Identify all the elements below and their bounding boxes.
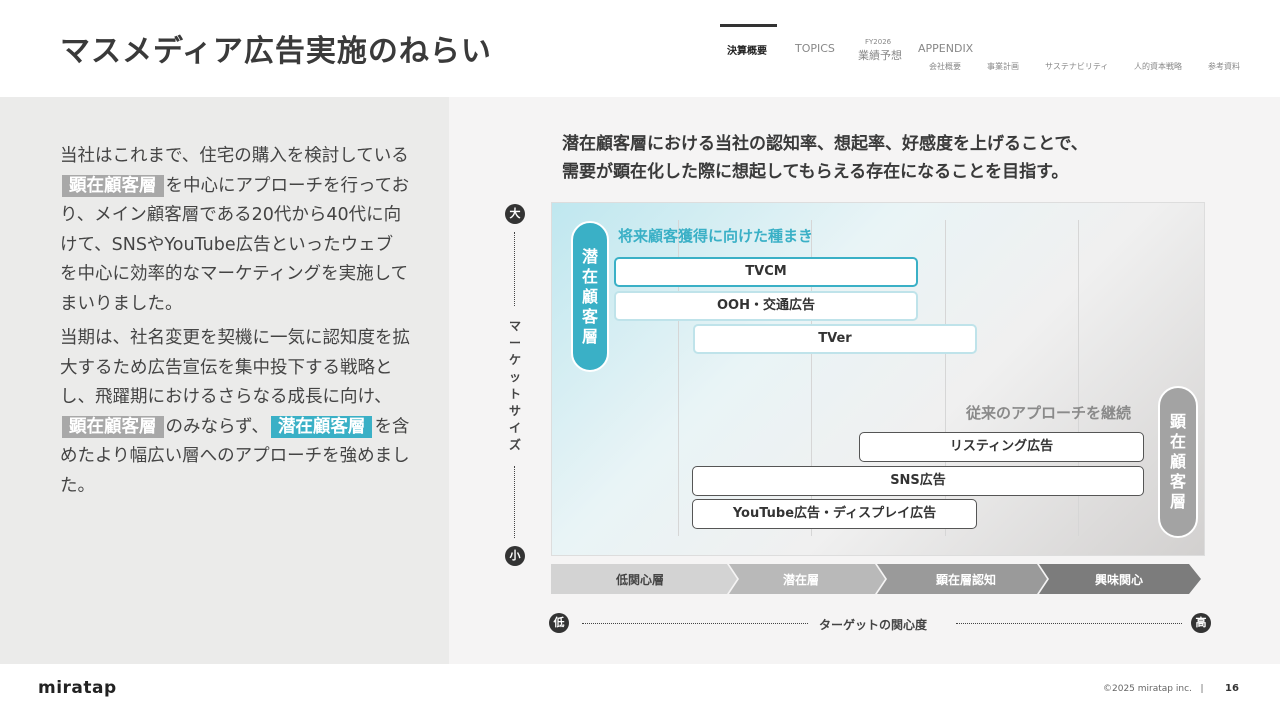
tver-bar: TVer (693, 324, 977, 354)
x-axis-low-marker: 低 (549, 613, 569, 633)
y-axis-dotted-line-bottom (514, 466, 515, 538)
miratap-logo: miratap (38, 678, 117, 698)
stage-label-low-interest: 低関心層 (615, 573, 664, 587)
y-axis-small-marker: 小 (505, 546, 525, 566)
future-seed-label: 将来顧客獲得に向けた種まき (618, 227, 814, 245)
nav-tab-results[interactable]: 決算概要 (727, 46, 767, 57)
manifest-customer-tag-2: 顕在顧客層 (62, 415, 164, 438)
sns-bar: SNS広告 (692, 466, 1144, 496)
stage-label-latent: 潜在層 (782, 573, 819, 587)
listing-bar: リスティング広告 (859, 432, 1144, 462)
y-axis-large-marker: 大 (505, 204, 525, 224)
nav-fy-label: FY2026 (865, 38, 892, 46)
stage-chevron-4 (1039, 564, 1201, 594)
youtube-display-bar: YouTube広告・ディスプレイ広告 (692, 499, 977, 529)
stage-chevron-3 (877, 564, 1047, 594)
interest-stage-chevrons (551, 564, 1201, 594)
nav-active-indicator (720, 24, 777, 27)
x-axis-dotted-line-right (956, 623, 1182, 624)
nav-sub-reference[interactable]: 参考資料 (1208, 62, 1240, 71)
page-title: マスメディア広告実施のねらい (60, 34, 492, 69)
intro-text-a: 当社はこれまで、住宅の購入を検討している (60, 146, 409, 166)
headline-line-1: 潜在顧客層における当社の認知率、想起率、好感度を上げることで、 (562, 134, 1088, 154)
latent-customer-tag: 潜在顧客層 (270, 415, 373, 438)
y-axis-label: マーケットサイズ (508, 319, 521, 452)
intro-paragraph: 当社はこれまで、住宅の購入を検討している顕在顧客層を中心にアプローチを行っており… (60, 142, 410, 319)
x-axis-label: ターゲットの関心度 (819, 618, 928, 632)
latent-customer-pill: 潜在顧客層 (571, 221, 609, 372)
stage-label-manifest-awareness: 顕在層認知 (935, 573, 996, 587)
x-axis-dotted-line-left (582, 623, 808, 624)
stage-label-interest: 興味関心 (1094, 573, 1143, 587)
strategy-text-a: 当期は、社名変更を契機に一気に認知度を拡大するため広告宣伝を集中投下する戦略とし… (60, 328, 410, 407)
grid-line (678, 220, 679, 536)
top-navigation: 決算概要 TOPICS FY2026 業績予想 APPENDIX 会社概要 事業… (0, 0, 1280, 96)
copyright-text: ©2025 miratap inc. | (1103, 684, 1204, 694)
nav-tab-forecast[interactable]: 業績予想 (858, 49, 902, 62)
nav-sub-human-capital[interactable]: 人的資本戦略 (1134, 62, 1182, 71)
grid-line (945, 220, 946, 536)
y-axis-dotted-line-top (514, 232, 515, 306)
continue-approach-label: 従来のアプローチを継続 (966, 404, 1132, 422)
manifest-customer-tag: 顕在顧客層 (62, 174, 164, 197)
strategy-paragraph: 当期は、社名変更を契機に一気に認知度を拡大するため広告宣伝を集中投下する戦略とし… (60, 324, 410, 501)
tvcm-bar: TVCM (614, 257, 918, 287)
headline-line-2: 需要が顕在化した際に想起してもらえる存在になることを目指す。 (562, 162, 1069, 182)
strategy-text-c: を含めたより幅広い層へのアプローチを強めました。 (60, 416, 410, 496)
grid-line (811, 220, 812, 536)
manifest-customer-pill: 顕在顧客層 (1158, 386, 1198, 538)
ooh-bar: OOH・交通広告 (614, 291, 918, 321)
strategy-text-b: のみならず、 (165, 416, 269, 437)
page-number: 16 (1225, 683, 1239, 694)
stage-chevron-1 (551, 564, 737, 594)
nav-sub-sustainability[interactable]: サステナビリティ (1045, 62, 1109, 71)
x-axis-high-marker: 高 (1191, 613, 1211, 633)
grid-line (1078, 220, 1079, 536)
stage-chevron-2 (729, 564, 885, 594)
nav-tab-topics[interactable]: TOPICS (795, 42, 835, 55)
nav-tab-appendix[interactable]: APPENDIX (918, 42, 974, 55)
nav-sub-company[interactable]: 会社概要 (929, 62, 961, 71)
nav-sub-business-plan[interactable]: 事業計画 (987, 62, 1019, 71)
intro-text-b: を中心にアプローチを行っており、メイン顧客層である20代から40代に向けて、SN… (60, 175, 410, 314)
